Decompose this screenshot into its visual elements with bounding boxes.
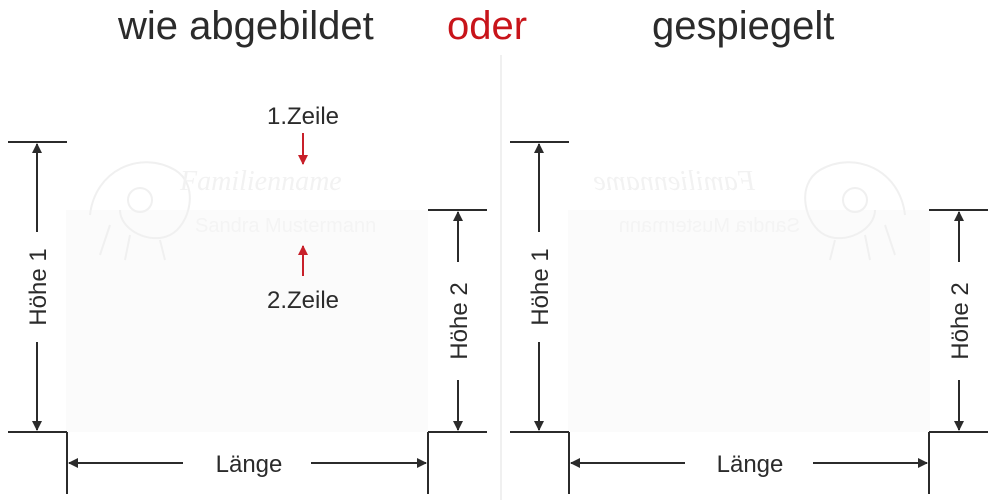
height2-label: Höhe 2 [446,282,473,359]
length-label: Länge [216,451,283,478]
line1-label: 1.Zeile [267,103,339,130]
title-as-shown: wie abgebildet [118,4,374,48]
sign-panel-mirrored [568,210,930,432]
height2-label-mirrored: Höhe 2 [947,282,974,359]
left-diagram: Familienname Sandra Mustermann Höhe 1 Hö… [8,103,487,494]
ghost-line-1: Familienname [179,166,342,197]
ghost-line-1-mirrored: Familienname [593,166,756,197]
ghost-line-2: Sandra Mustermann [195,215,376,237]
length-label-mirrored: Länge [717,451,784,478]
sign-panel [66,210,428,432]
ram-head-icon-mirrored [804,161,906,261]
height1-label-mirrored: Höhe 1 [527,248,554,325]
ram-head-icon [89,161,191,261]
title-or: oder [447,4,528,48]
line2-label: 2.Zeile [267,287,339,314]
ghost-line-2-mirrored: Sandra Mustermann [619,215,800,237]
title-mirrored: gespiegelt [652,4,835,48]
height1-label: Höhe 1 [25,248,52,325]
right-diagram: Familienname Sandra Mustermann Höhe 1 Hö… [510,141,988,494]
